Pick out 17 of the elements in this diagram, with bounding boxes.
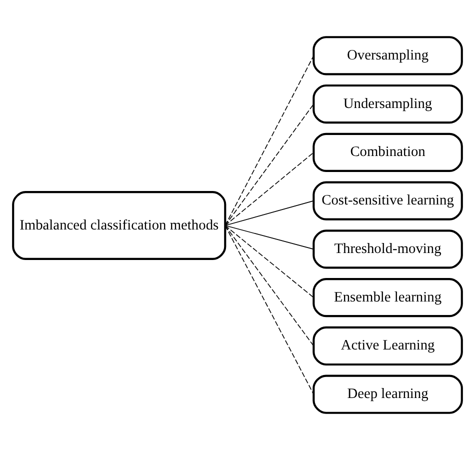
connector — [224, 200, 314, 226]
node-box: Imbalanced classification methods — [12, 191, 226, 260]
node-box: Ensemble learning — [312, 278, 462, 318]
connector — [224, 225, 314, 395]
connector — [224, 104, 314, 226]
node-box: Undersampling — [312, 84, 462, 124]
node-box: Threshold-moving — [312, 230, 462, 269]
node-box: Active Learning — [312, 326, 462, 366]
connector — [224, 225, 314, 346]
node-box: Cost-sensitive learning — [312, 181, 462, 220]
connector — [224, 152, 314, 226]
connector — [224, 225, 314, 250]
node-box: Deep learning — [312, 374, 462, 414]
connector — [224, 225, 314, 298]
connector — [224, 55, 314, 226]
node-box: Oversampling — [312, 36, 462, 76]
node-box: Combination — [312, 132, 462, 172]
